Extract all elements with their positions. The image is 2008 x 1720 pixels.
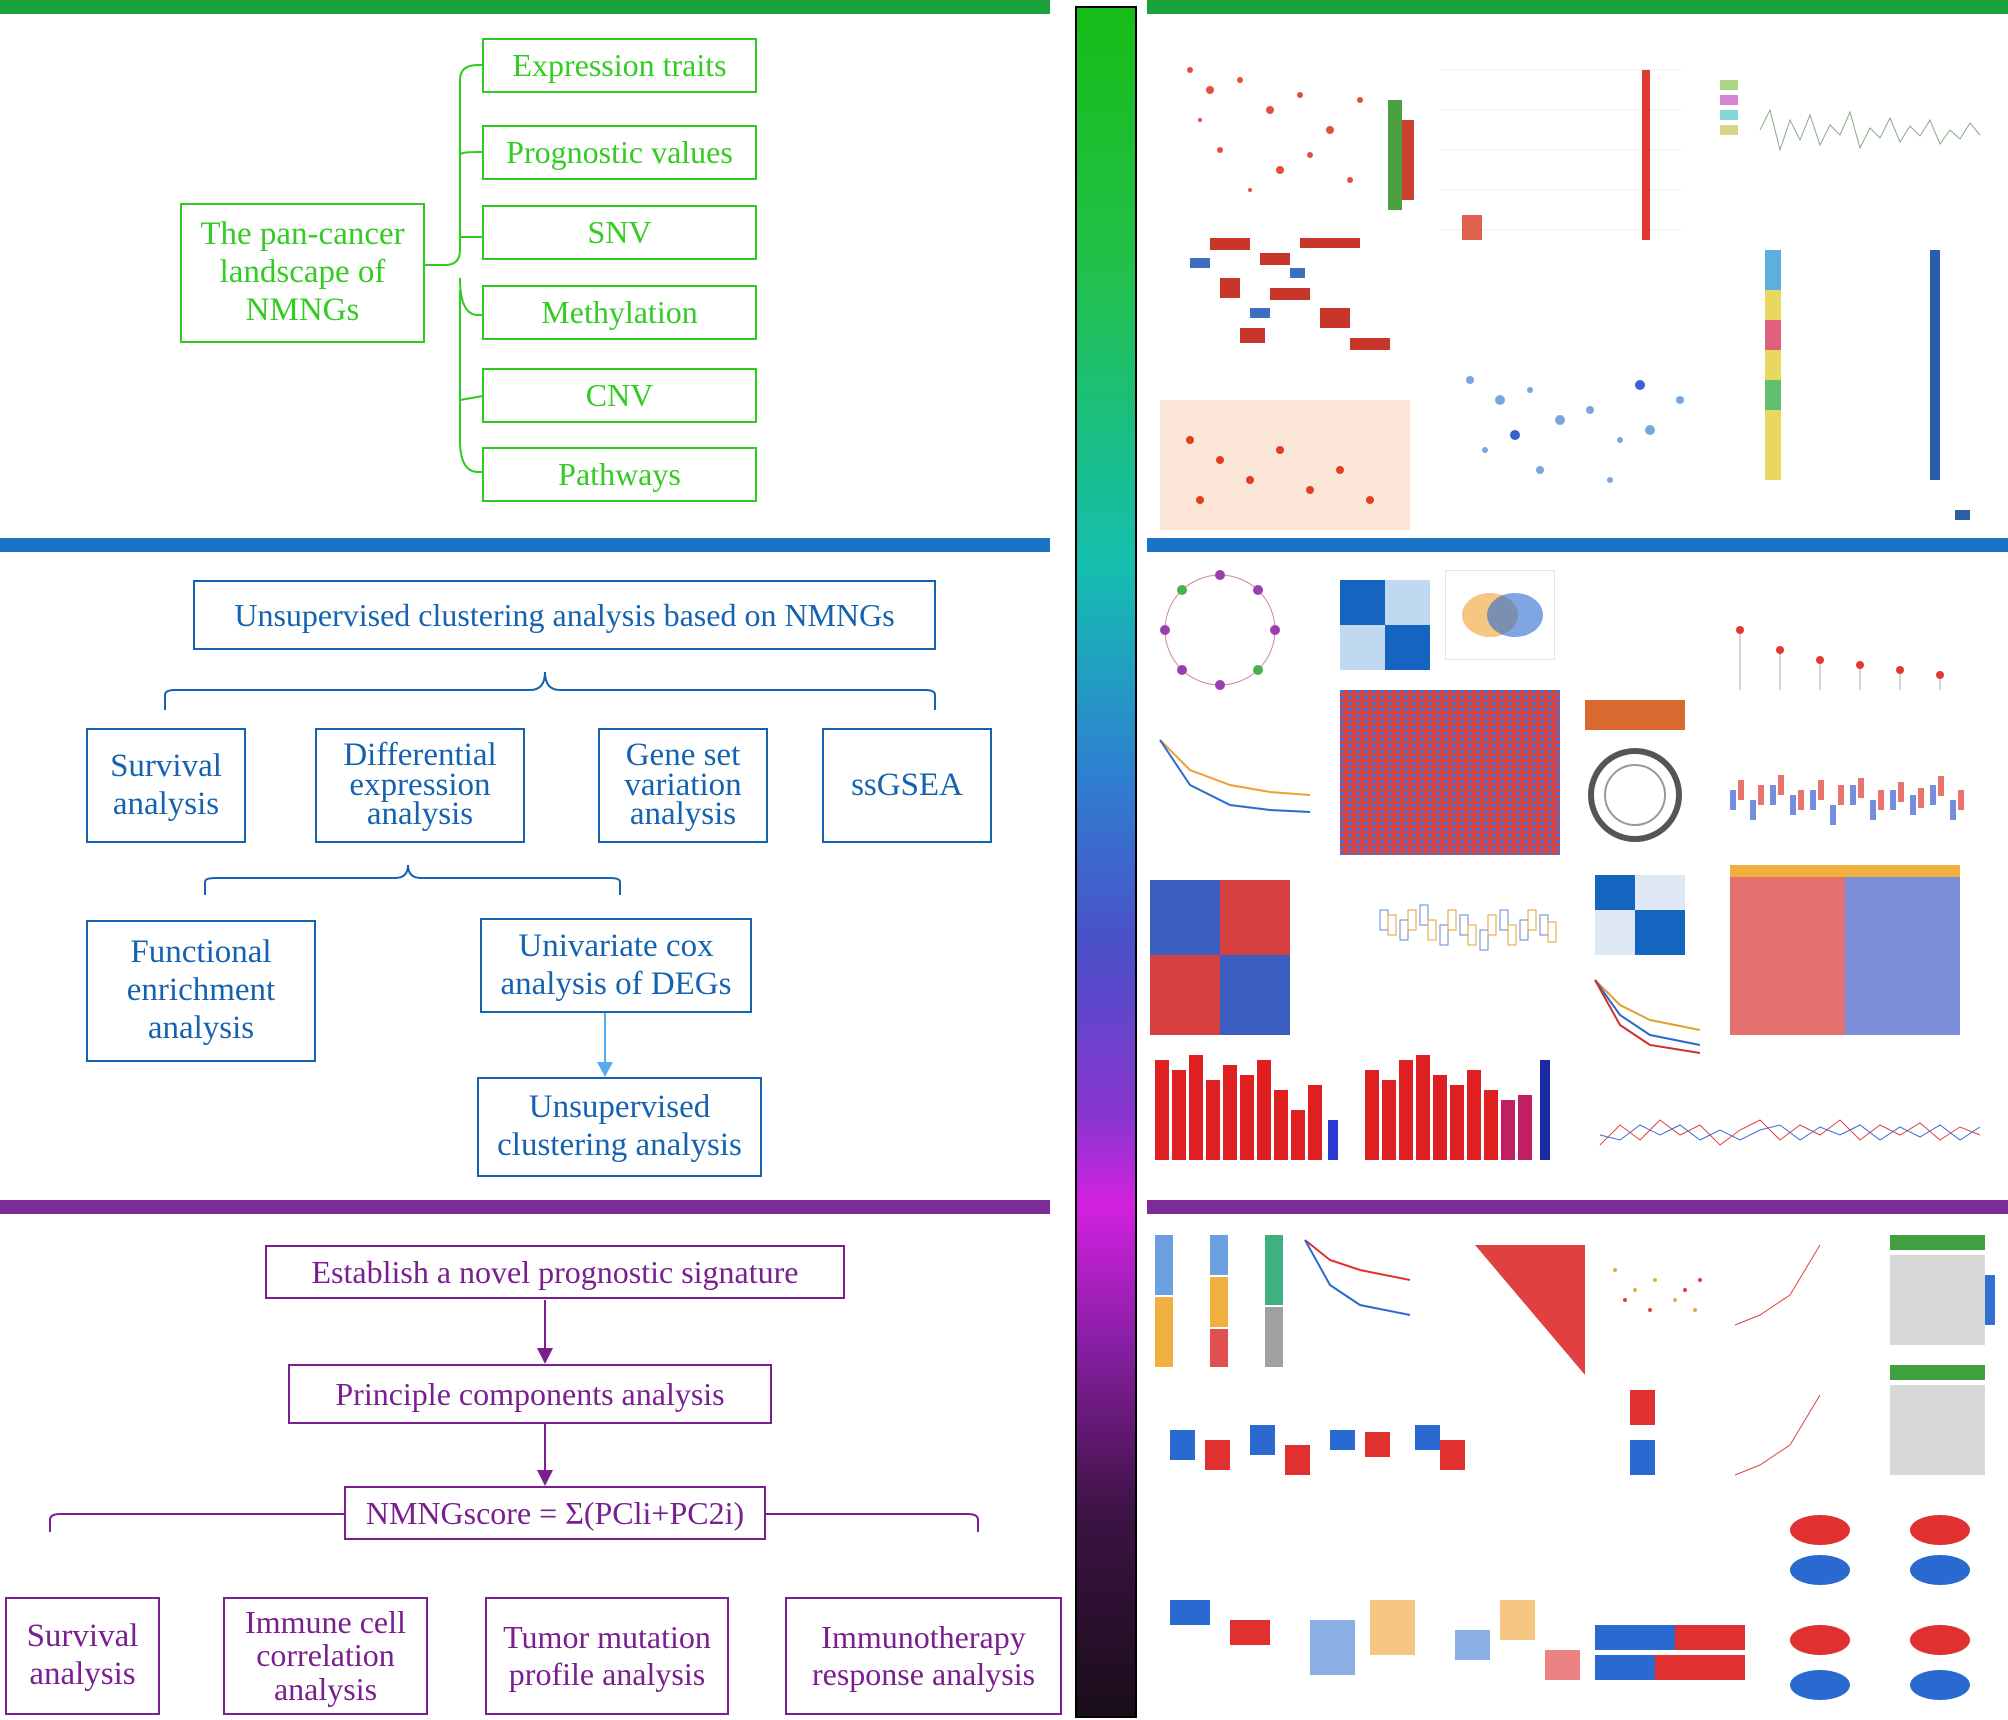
tumor-mutation-profile-box: Tumor mutation profile analysis (485, 1597, 729, 1715)
figure-panel-survival-b-high-low (1300, 1235, 1420, 1335)
figure-panel-cnv-bars (1580, 560, 1690, 730)
ssgsea-box: ssGSEA (822, 728, 992, 843)
pathways-box: Pathways (482, 447, 757, 502)
expression-traits-box: Expression traits (482, 38, 757, 93)
figure-panel-km-curves (1730, 1225, 1830, 1485)
figure-panel-expression-boxplots (1720, 740, 1990, 860)
immunotherapy-response-box: Immunotherapy response analysis (785, 1597, 1062, 1715)
figure-panel-network-a (1150, 560, 1290, 700)
section2-bar-right (1147, 538, 2008, 552)
figure-panel-expression-heatmap-e (1340, 690, 1560, 855)
figure-panel-scatter (1595, 1240, 1715, 1340)
figure-panel-boxplots-d-g (1150, 1400, 1470, 1510)
figure-panel-jitter-j (1450, 1580, 1590, 1700)
section1-bar-left (0, 0, 1050, 14)
figure-panel-correlation-c (1470, 1240, 1590, 1380)
figure-panel-jitter-i (1300, 1580, 1430, 1700)
figure-panel-heatmap-b (1422, 40, 1692, 245)
figure-panel-dotplot-e (1150, 40, 1422, 215)
principle-components-box: Principle components analysis (288, 1364, 772, 1424)
figure-panel-clustered-heatmap-f (1150, 218, 1420, 383)
section3-bar-left (0, 1200, 1050, 1214)
figure-panel-survival-d (1150, 730, 1320, 850)
figure-panel-ssgsea-g (1370, 880, 1570, 1000)
flowchart-connectors (49, 64, 979, 1532)
gene-set-variation-box: Gene set variation analysis (598, 728, 768, 843)
figure-panel-gene-boxplots-d (1590, 1085, 2000, 1175)
unsupervised-clustering-top-box: Unsupervised clustering analysis based o… (193, 580, 936, 650)
snv-box: SNV (482, 205, 757, 260)
univariate-cox-box: Univariate cox analysis of DEGs (480, 918, 752, 1013)
figure-panel-consensus-2 (1595, 875, 1685, 955)
figure-panel-oncoplot-right (1880, 1225, 2000, 1495)
figure-panel-violins-response (1770, 1500, 2000, 1720)
figure-panel-sankey-a (1150, 1225, 1290, 1385)
figure-panel-boxplots-a (1720, 40, 2000, 190)
gradient-color-bar (1075, 6, 1137, 1718)
pan-cancer-landscape-box: The pan-cancer landscape of NMNGs (180, 203, 425, 343)
survival-analysis-box-2: Survival analysis (5, 1597, 160, 1715)
figure-panel-dotplot-d (1440, 340, 1700, 510)
immune-cell-correlation-box: Immune cell correlation analysis (223, 1597, 428, 1715)
section3-bar-right (1147, 1200, 2008, 1214)
differential-expression-box: Differential expression analysis (315, 728, 525, 843)
figure-panel-bar-enrichment-1 (1150, 1050, 1350, 1170)
functional-enrichment-box: Functional enrichment analysis (86, 920, 316, 1062)
figure-panel-circos (1585, 745, 1685, 845)
prognostic-values-box: Prognostic values (482, 125, 757, 180)
figure-panel-cnv-lollipop (1720, 590, 1990, 700)
figure-panel-violin-tmb (1590, 1380, 1700, 1580)
figure-panel-heatmap-large (1730, 865, 1960, 1035)
section1-bar-right (1147, 0, 2008, 14)
figure-panel-boxplot-h (1150, 1580, 1290, 1700)
figure-panel-gsva-heatmap-f (1150, 880, 1290, 1035)
figure-panel-consensus-b (1340, 580, 1430, 670)
survival-analysis-box: Survival analysis (86, 728, 246, 843)
figure-panel-survival-2 (1590, 975, 1710, 1060)
figure-panel-oncoplot-c (1755, 230, 1975, 520)
methylation-box: Methylation (482, 285, 757, 340)
nmngscore-formula-box: NMNGscore = Σ(PCli+PC2i) (344, 1486, 766, 1540)
section2-bar-left (0, 538, 1050, 552)
novel-prognostic-signature-box: Establish a novel prognostic signature (265, 1245, 845, 1299)
cnv-box: CNV (482, 368, 757, 423)
figure-panel-pca-c (1445, 570, 1555, 660)
unsupervised-clustering-bottom-box: Unsupervised clustering analysis (477, 1077, 762, 1177)
figure-panel-bar-enrichment-2 (1360, 1050, 1560, 1170)
figure-panel-pathway-heatmap-g (1160, 400, 1410, 530)
figure-panel-stacked-bar (1595, 1625, 1745, 1685)
